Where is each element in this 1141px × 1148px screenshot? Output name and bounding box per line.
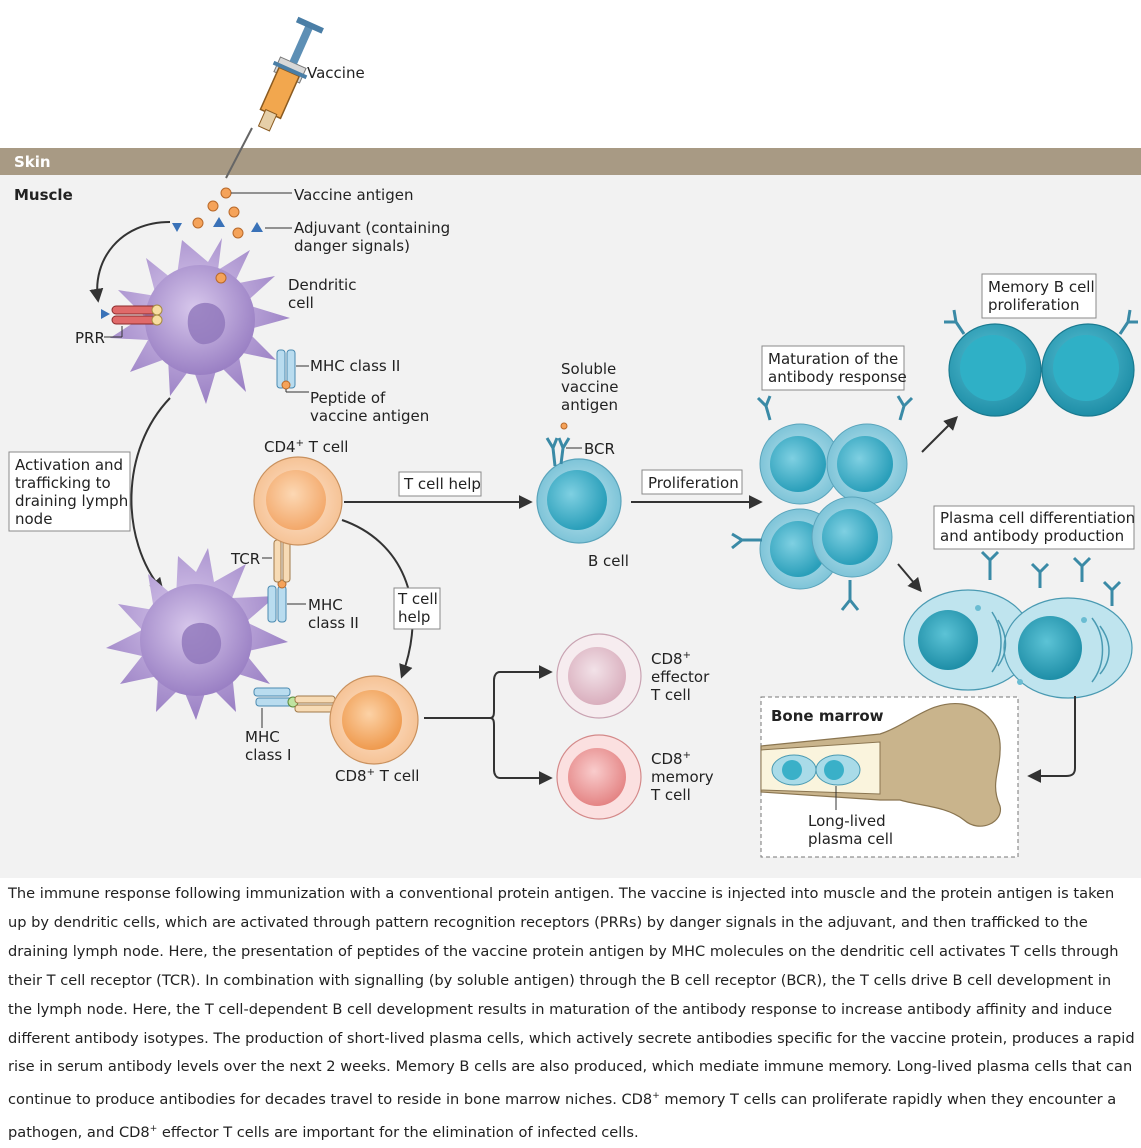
long-lived-plasma-cell-label-1: Long-lived	[808, 812, 886, 830]
tcr-label: TCR	[230, 550, 260, 568]
vaccine-antigen-particles	[192, 187, 244, 239]
activation-label-2: trafficking to	[15, 474, 111, 492]
dendritic-cell-label-1: Dendritic	[288, 276, 356, 294]
tcr-mhc-class-ii-complex-icon	[267, 539, 291, 623]
memory-b-cell-label-1: Memory B cell	[988, 278, 1095, 296]
cd8-effector-label-1: CD8+	[651, 650, 691, 668]
mhc-class-ii-top-icon	[276, 349, 296, 390]
cd8-memory-label-3: T cell	[650, 786, 691, 804]
mhc-class-ii-top-label: MHC class II	[310, 357, 400, 375]
soluble-antigen-label-3: antigen	[561, 396, 618, 414]
prr-label: PRR	[75, 329, 105, 347]
activation-label-3: draining lymph	[15, 492, 128, 510]
muscle-label: Muscle	[14, 186, 73, 204]
cd8-t-cell	[329, 675, 419, 765]
dendritic-cell-label-2: cell	[288, 294, 314, 312]
t-cell-help-label: T cell help	[403, 475, 481, 493]
t-cell-help-vertical-label-2: help	[398, 608, 430, 626]
vaccine-antigen-label: Vaccine antigen	[294, 186, 413, 204]
adjuvant-label-2: danger signals)	[294, 237, 410, 255]
proliferation-label: Proliferation	[648, 474, 739, 492]
proliferating-b-cell-cluster	[731, 395, 914, 611]
plasma-cell-label-1: Plasma cell differentiation	[940, 509, 1135, 527]
long-lived-plasma-cell-label-2: plasma cell	[808, 830, 893, 848]
cd8-effector-t-cell	[556, 633, 642, 719]
figure-caption: The immune response following immunizati…	[8, 885, 1135, 1141]
t-cell-help-box-horizontal	[398, 471, 482, 497]
tcr-mhc-class-i-complex-icon	[253, 687, 336, 713]
t-cell-help-vertical-label-1: T cell	[397, 590, 438, 608]
plasma-cells	[903, 550, 1133, 699]
dendritic-cell-bottom	[106, 548, 288, 720]
peptide-label-2: vaccine antigen	[310, 407, 429, 425]
plasma-cell-label-2: and antibody production	[940, 527, 1124, 545]
maturation-label-1: Maturation of the	[768, 350, 898, 368]
immune-response-diagram: Skin Muscle Vaccine Vaccine antigen Adju…	[0, 16, 1141, 878]
vaccine-label: Vaccine	[307, 64, 365, 82]
mhc-class-ii-bottom-label-1: MHC	[308, 596, 343, 614]
mhc-class-i-label-1: MHC	[245, 728, 280, 746]
cd8-effector-label-3: T cell	[650, 686, 691, 704]
peptide-label-1: Peptide of	[310, 389, 386, 407]
soluble-antigen-label-2: vaccine	[561, 378, 618, 396]
prr-receptor-icon	[101, 304, 163, 326]
b-cell	[536, 422, 622, 544]
cd8-memory-label-1: CD8+	[651, 750, 691, 768]
maturation-box	[761, 345, 905, 391]
plasma-cell-box	[933, 505, 1135, 550]
cd8-memory-label-2: memory	[651, 768, 714, 786]
b-cell-label: B cell	[588, 552, 629, 570]
activation-label-1: Activation and	[15, 456, 123, 474]
skin-label: Skin	[14, 153, 51, 171]
dendritic-cell-top	[110, 238, 290, 404]
adjuvant-label-1: Adjuvant (containing	[294, 219, 450, 237]
maturation-label-2: antibody response	[768, 368, 907, 386]
bone-icon	[760, 702, 1001, 827]
cd8-effector-label-2: effector	[651, 668, 710, 686]
cd4-t-cell	[253, 456, 343, 546]
soluble-antigen-label-1: Soluble	[561, 360, 616, 378]
adjuvant-triangles	[172, 217, 263, 232]
mhc-class-ii-bottom-label-2: class II	[308, 614, 359, 632]
cd8-t-cell-label: CD8+ T cell	[335, 767, 419, 785]
memory-b-cell-label-2: proliferation	[988, 296, 1079, 314]
syringe-icon	[225, 16, 324, 179]
cd4-t-cell-label: CD4+ T cell	[264, 438, 348, 456]
bcr-label: BCR	[584, 440, 615, 458]
bone-marrow-label: Bone marrow	[771, 707, 884, 725]
cd8-memory-t-cell	[556, 734, 642, 820]
memory-b-cells	[944, 309, 1138, 417]
mhc-class-i-label-2: class I	[245, 746, 291, 764]
skin-band	[0, 148, 1141, 175]
memory-b-cell-box	[981, 273, 1097, 319]
activation-label-4: node	[15, 510, 52, 528]
proliferation-box	[641, 469, 743, 495]
activation-box	[8, 451, 131, 532]
t-cell-help-box-vertical	[393, 587, 441, 630]
